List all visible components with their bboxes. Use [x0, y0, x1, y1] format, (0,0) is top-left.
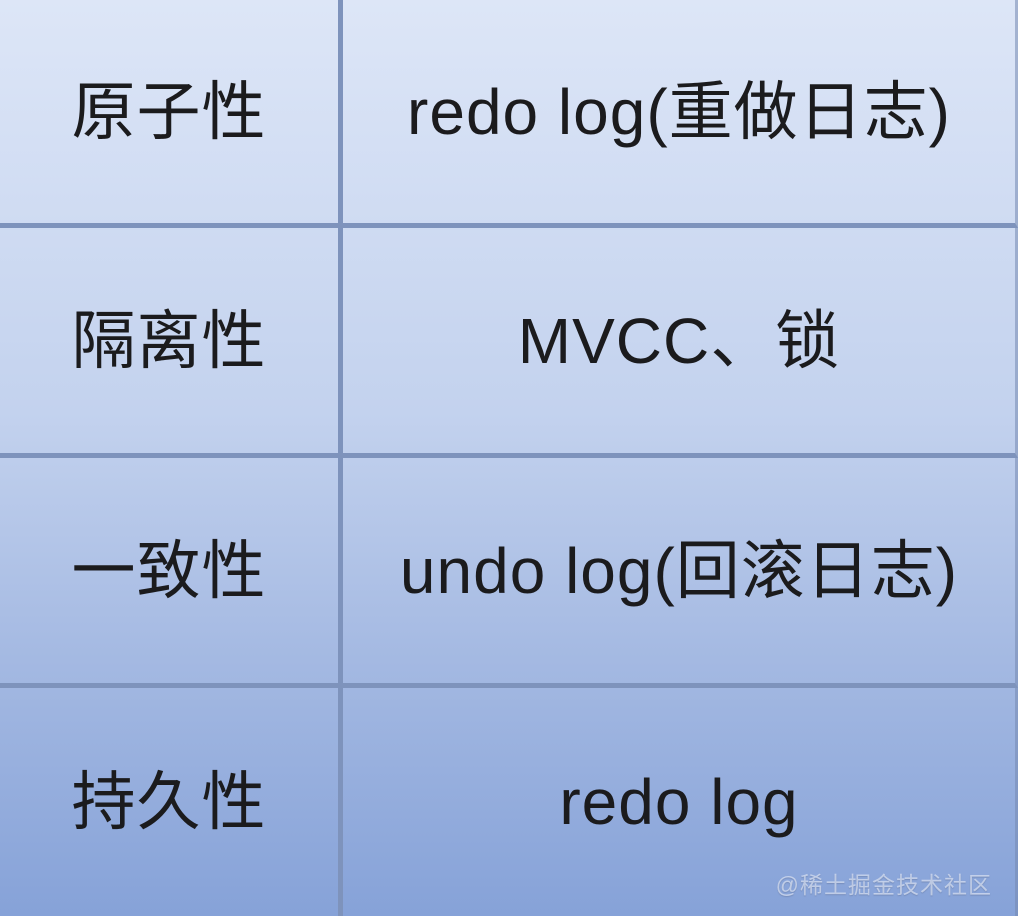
- table-cell-mechanism-consistency: undo log(回滚日志): [343, 458, 1018, 688]
- cell-text: redo log(重做日志): [407, 75, 951, 148]
- cell-text: undo log(回滚日志): [399, 534, 959, 607]
- table-cell-mechanism-isolation: MVCC、锁: [343, 228, 1018, 458]
- table-cell-property-durability: 持久性: [0, 688, 343, 916]
- table-cell-mechanism-durability: redo log: [343, 688, 1018, 916]
- cell-text: 一致性: [71, 534, 267, 607]
- table-cell-mechanism-atomicity: redo log(重做日志): [343, 0, 1018, 228]
- cell-text: 隔离性: [71, 304, 267, 377]
- cell-text: redo log: [559, 766, 799, 838]
- table-cell-property-isolation: 隔离性: [0, 228, 343, 458]
- cell-text: 原子性: [71, 75, 267, 148]
- cell-text: 持久性: [71, 766, 267, 838]
- table-cell-property-atomicity: 原子性: [0, 0, 343, 228]
- table-cell-property-consistency: 一致性: [0, 458, 343, 688]
- cell-text: MVCC、锁: [517, 304, 841, 377]
